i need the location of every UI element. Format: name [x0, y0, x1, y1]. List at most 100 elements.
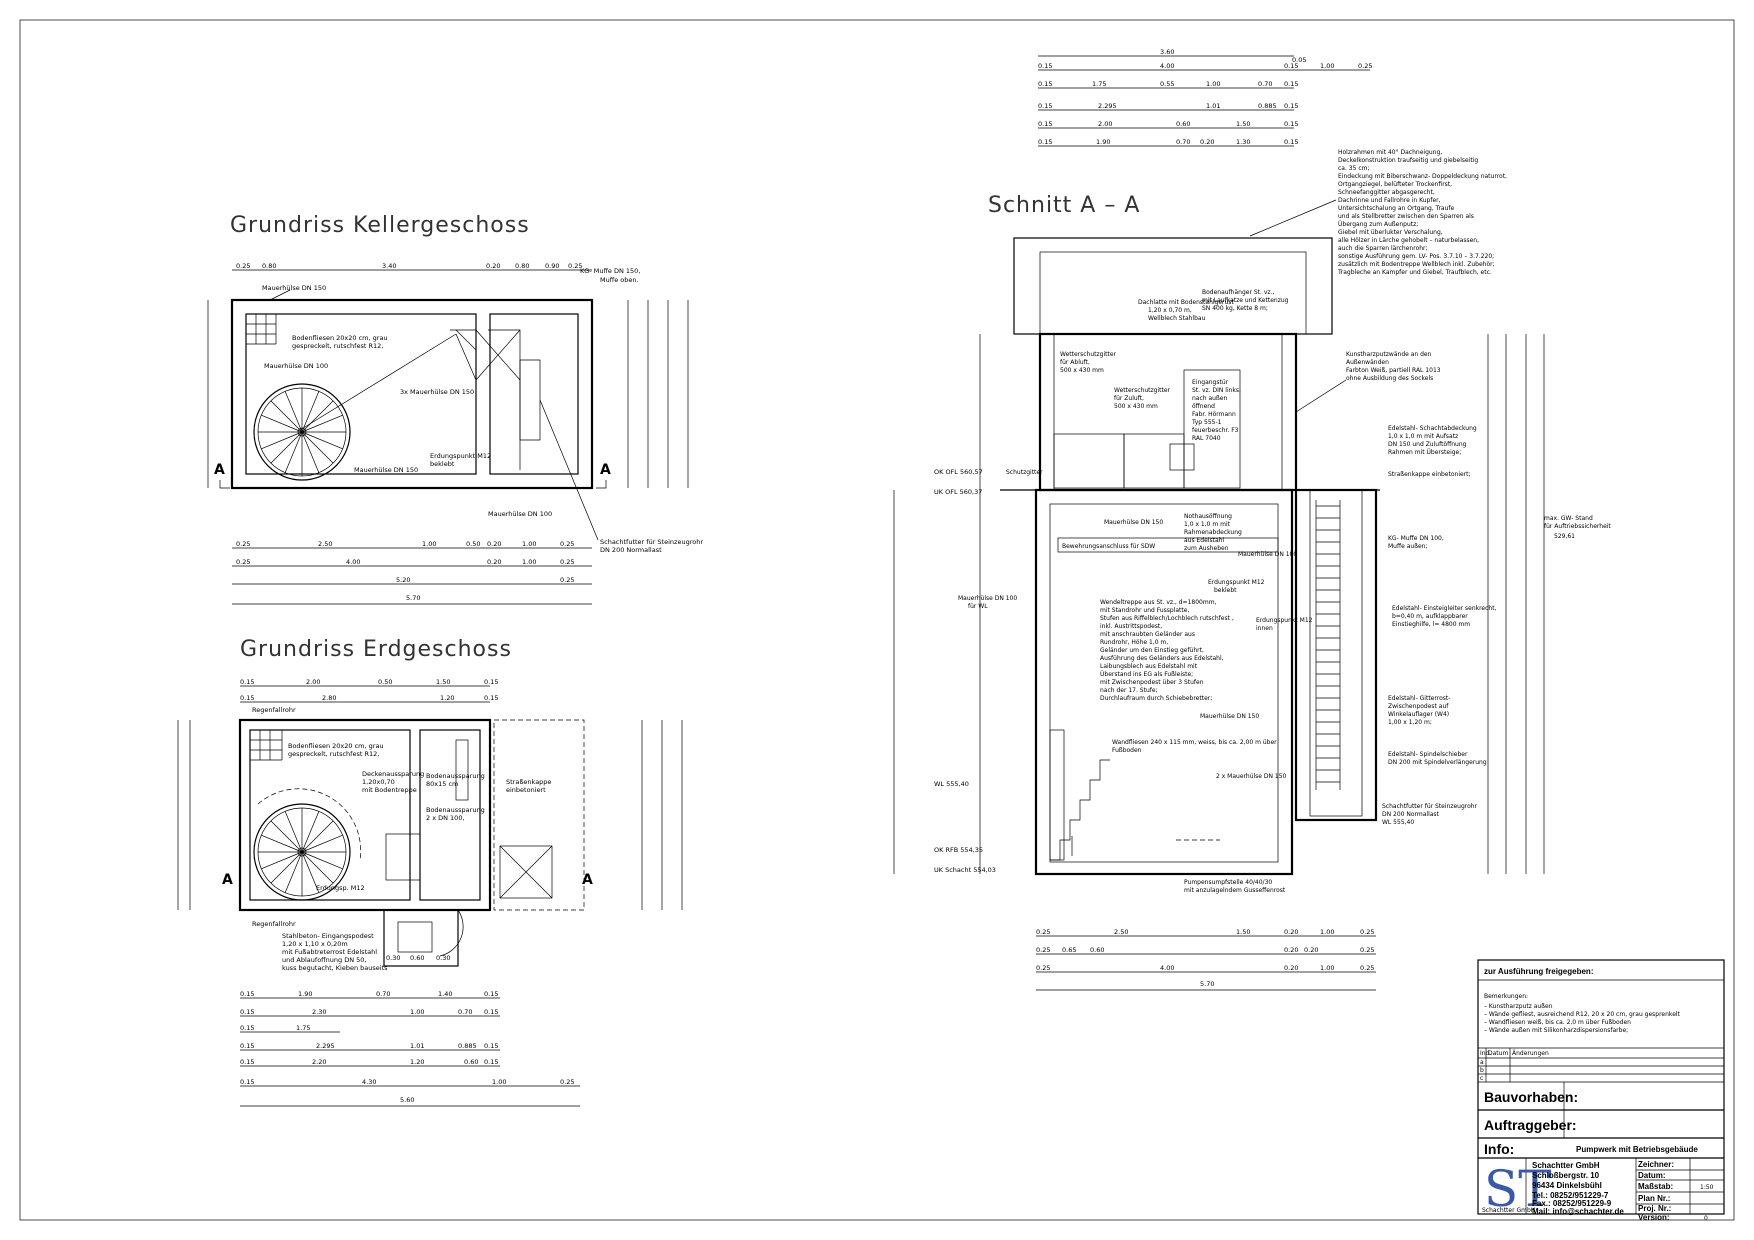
svg-text:kuss begutacht, Kieben bauseit: kuss begutacht, Kieben bauseits — [282, 964, 388, 972]
company-logo: ST — [1484, 1160, 1552, 1218]
svg-text:0.25: 0.25 — [568, 262, 582, 270]
svg-text:Erdungspunkt M12: Erdungspunkt M12 — [1208, 579, 1265, 586]
svg-text:Mauerhülse DN 150: Mauerhülse DN 150 — [354, 466, 418, 474]
svg-text:mit anzulagelndem Gusseffenros: mit anzulagelndem Gusseffenrost — [1184, 887, 1286, 894]
svg-text:Auftraggeber:: Auftraggeber: — [1484, 1117, 1577, 1133]
svg-text:0.15: 0.15 — [1038, 80, 1052, 88]
svg-text:WL 555,40: WL 555,40 — [934, 780, 969, 788]
svg-text:0.15: 0.15 — [1038, 120, 1052, 128]
svg-text:Ind.: Ind. — [1480, 1050, 1491, 1057]
svg-text:0.15: 0.15 — [240, 990, 254, 998]
svg-text:Rahmenabdeckung: Rahmenabdeckung — [1184, 529, 1242, 536]
svg-text:mit Fußabtreterrost Edelstahl: mit Fußabtreterrost Edelstahl — [282, 948, 377, 956]
svg-text:80x15 cm: 80x15 cm — [426, 780, 458, 788]
svg-text:Schutzgitter: Schutzgitter — [1006, 469, 1043, 476]
svg-text:0.20: 0.20 — [1304, 946, 1318, 954]
svg-text:5.70: 5.70 — [406, 594, 420, 602]
stair-step — [284, 391, 303, 433]
svg-text:0.15: 0.15 — [1284, 138, 1298, 146]
svg-text:Mauerhülse DN 150: Mauerhülse DN 150 — [1104, 519, 1163, 526]
svg-text:Giebel mit überlukter Verschal: Giebel mit überlukter Verschalung, — [1338, 229, 1443, 236]
stair-step — [301, 811, 320, 853]
svg-text:für WL: für WL — [968, 603, 988, 610]
svg-text:1.50: 1.50 — [1236, 928, 1250, 936]
svg-text:DN 200 mit Spindelverlängerung: DN 200 mit Spindelverlängerung — [1388, 759, 1487, 766]
svg-text:0.70: 0.70 — [376, 990, 390, 998]
svg-text:0.20: 0.20 — [1284, 964, 1298, 972]
svg-text:alle Hölzer in Lärche gehobelt: alle Hölzer in Lärche gehobelt – naturbe… — [1338, 237, 1479, 244]
title-schnitt: Schnitt A – A — [988, 193, 1140, 218]
svg-text:0.05: 0.05 — [1292, 56, 1306, 64]
svg-text:KG- Muffe DN 100,: KG- Muffe DN 100, — [1388, 535, 1444, 542]
svg-text:ca. 35 cm;: ca. 35 cm; — [1338, 165, 1370, 172]
svg-text:1.00: 1.00 — [422, 540, 436, 548]
stair-step — [301, 820, 334, 853]
svg-text:0.70: 0.70 — [458, 1008, 472, 1016]
svg-text:Holzrahmen mit 40° Dachneigung: Holzrahmen mit 40° Dachneigung, — [1338, 149, 1442, 156]
svg-text:für Zuluft,: für Zuluft, — [1114, 395, 1144, 402]
stair-step — [301, 834, 343, 853]
svg-text:2.295: 2.295 — [316, 1042, 335, 1050]
svg-text:0.15: 0.15 — [484, 1008, 498, 1016]
title-erdgeschoss: Grundriss Erdgeschoss — [240, 637, 512, 662]
svg-text:Fax.: 08252/951229-9: Fax.: 08252/951229-9 — [1532, 1199, 1612, 1208]
svg-text:Schachtter GmbH: Schachtter GmbH — [1482, 1207, 1535, 1214]
svg-text:KG- Muffe DN 150,: KG- Muffe DN 150, — [580, 267, 640, 275]
svg-text:1.00: 1.00 — [522, 558, 536, 566]
svg-text:1,20 x 0,70 m,: 1,20 x 0,70 m, — [1148, 307, 1192, 314]
svg-text:Mauerhülse DN 150: Mauerhülse DN 150 — [1200, 713, 1259, 720]
svg-text:Regenfallrohr: Regenfallrohr — [252, 706, 296, 714]
svg-text:beklebt: beklebt — [1214, 587, 1237, 594]
svg-text:0.15: 0.15 — [484, 678, 498, 686]
svg-text:SN 400 kg, Kette 8 m;: SN 400 kg, Kette 8 m; — [1202, 305, 1268, 312]
svg-text:2.00: 2.00 — [306, 678, 320, 686]
svg-text:0.25: 0.25 — [560, 558, 574, 566]
title-kellergeschoss: Grundriss Kellergeschoss — [230, 213, 530, 238]
svg-text:2.295: 2.295 — [1098, 102, 1117, 110]
svg-text:0.25: 0.25 — [560, 540, 574, 548]
svg-text:1.00: 1.00 — [1320, 964, 1334, 972]
svg-text:1.00: 1.00 — [1320, 62, 1334, 70]
svg-text:Dachlatte mit Bodenstahlgerüst: Dachlatte mit Bodenstahlgerüst — [1138, 299, 1234, 306]
svg-text:– Wandfliesen weiß, bis ca. 2,: – Wandfliesen weiß, bis ca. 2,0 m über F… — [1484, 1019, 1631, 1026]
svg-text:1.20: 1.20 — [410, 1058, 424, 1066]
svg-text:0.25: 0.25 — [236, 558, 250, 566]
svg-text:mit Standrohr und Fussplatte,: mit Standrohr und Fussplatte, — [1100, 607, 1189, 614]
svg-text:1.90: 1.90 — [1096, 138, 1110, 146]
svg-text:96434 Dinkelsbühl: 96434 Dinkelsbühl — [1532, 1181, 1602, 1190]
stair-step — [301, 431, 334, 464]
svg-text:Fabr. Hörmann: Fabr. Hörmann — [1192, 411, 1236, 418]
svg-text:2 x DN 100,: 2 x DN 100, — [426, 814, 465, 822]
svg-text:Außenwänden: Außenwänden — [1346, 359, 1389, 366]
svg-text:0.60: 0.60 — [1090, 946, 1104, 954]
svg-text:0.60: 0.60 — [464, 1058, 478, 1066]
svg-text:Zwischenpodest auf: Zwischenpodest auf — [1388, 703, 1449, 710]
svg-text:0.65: 0.65 — [1062, 946, 1076, 954]
svg-text:0.80: 0.80 — [515, 262, 529, 270]
svg-text:RAL 7040: RAL 7040 — [1192, 435, 1221, 442]
svg-text:4.00: 4.00 — [1160, 62, 1174, 70]
svg-text:Version:: Version: — [1638, 1213, 1670, 1222]
svg-text:OK RFB 554,35: OK RFB 554,35 — [934, 846, 983, 854]
svg-text:Winkelauflager (W4): Winkelauflager (W4) — [1388, 711, 1449, 718]
svg-text:0.15: 0.15 — [240, 1058, 254, 1066]
svg-text:1.00: 1.00 — [410, 1008, 424, 1016]
svg-text:Durchlaufraum durch Schiebebre: Durchlaufraum durch Schiebebretter; — [1100, 695, 1212, 702]
svg-text:Eingangstür: Eingangstür — [1192, 379, 1229, 386]
svg-text:nach außen: nach außen — [1192, 395, 1227, 402]
svg-text:mit Laufkatze und Kettenzug: mit Laufkatze und Kettenzug — [1202, 297, 1289, 304]
svg-text:0.60: 0.60 — [1176, 120, 1190, 128]
svg-text:0.25: 0.25 — [1036, 928, 1050, 936]
svg-text:0.25: 0.25 — [1360, 964, 1374, 972]
svg-text:0.15: 0.15 — [240, 1078, 254, 1086]
svg-text:4.00: 4.00 — [1160, 964, 1174, 972]
title-block: zur Ausführung freigegeben: Bemerkungen:… — [1477, 959, 1725, 1222]
svg-text:4.00: 4.00 — [346, 558, 360, 566]
svg-text:Edelstahl- Einsteigleiter senk: Edelstahl- Einsteigleiter senkrecht, — [1392, 605, 1497, 612]
svg-text:0: 0 — [1704, 1215, 1708, 1222]
svg-text:0.20: 0.20 — [487, 558, 501, 566]
svg-text:2.50: 2.50 — [1114, 928, 1128, 936]
stair-step — [261, 851, 303, 870]
svg-text:0.15: 0.15 — [484, 1042, 498, 1050]
svg-text:Bodenfliesen 20x20 cm, grau: Bodenfliesen 20x20 cm, grau — [292, 334, 388, 342]
